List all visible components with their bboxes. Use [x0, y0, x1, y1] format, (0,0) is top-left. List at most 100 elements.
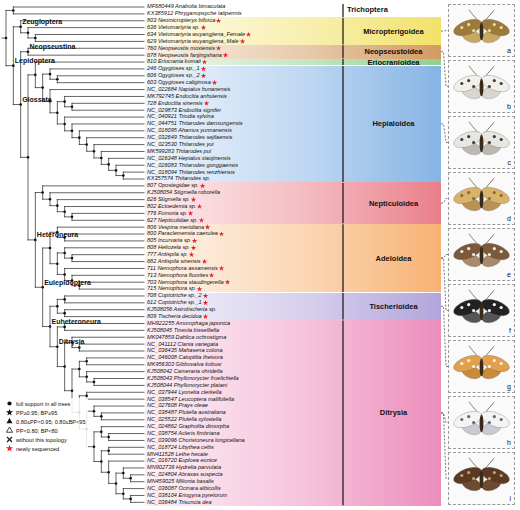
tree-branch [35, 193, 36, 288]
legend-text: 0.80≤PP<0.95; 0.80≤BP<95 [16, 419, 86, 425]
taxon-label: NC_029873 Endoclita signifer [147, 107, 221, 114]
tree-branch [50, 306, 57, 307]
tree-branch [72, 124, 73, 138]
taxon-label: NC_016720 Euploea eunice [147, 457, 217, 464]
tree-branch [79, 351, 144, 352]
tree-branch [57, 313, 64, 314]
specimen-photo: e [448, 228, 515, 281]
wing-spot [500, 362, 503, 365]
wing-spot [493, 303, 496, 306]
moth-illustration [449, 5, 514, 56]
wing-spot [467, 303, 470, 306]
wing-spot [472, 253, 475, 256]
tree-branch [123, 489, 124, 499]
legend-text: full support in all trees [16, 401, 70, 407]
tree-branch [123, 468, 124, 478]
tree-branch [6, 10, 7, 65]
tree-branch [101, 412, 144, 413]
tree-branch [13, 26, 20, 27]
tree-branch [72, 213, 144, 214]
tree-branch [101, 451, 102, 473]
wing-spot [488, 421, 491, 424]
wing-spot [488, 29, 491, 32]
tree-branch [116, 493, 123, 494]
forewing [451, 296, 483, 319]
support-symbol [78, 368, 81, 371]
legend-text: without this topology [16, 437, 67, 443]
tree-branch [57, 252, 64, 253]
moth-body [480, 23, 484, 41]
support-symbol [122, 174, 125, 177]
taxon-label: KX385912 Phryganopsyche latipennis [147, 10, 242, 17]
legend-symbol-shape [6, 418, 12, 423]
tree-branch [35, 41, 144, 42]
wing-spot [472, 197, 475, 200]
tree-branch [72, 369, 79, 370]
tree-branch [57, 200, 58, 212]
taxon-label: NC_046008 Caloptilia theivora [147, 354, 223, 361]
tree-branch [42, 248, 43, 326]
clade-name: Micropterigoidea [346, 17, 441, 44]
support-symbol [129, 477, 132, 480]
tree-branches [2, 7, 144, 502]
legend-text: PP<0.80; BP<80 [16, 428, 58, 434]
support-symbol [71, 130, 74, 133]
taxon-label: NC_024804 Abraxas suspecta [147, 471, 223, 478]
tree-branch [101, 151, 102, 164]
taxon-label: NC_044751 Thitarodes damxungensis [147, 120, 242, 127]
tree-branch [87, 446, 94, 447]
support-symbol [71, 257, 74, 260]
tree-branch [43, 326, 50, 327]
tree-branch [94, 379, 95, 386]
legend-symbol [5, 399, 14, 408]
support-symbol [85, 376, 88, 379]
moth-body [480, 303, 484, 321]
support-symbol [34, 37, 37, 40]
panel-letter: h [507, 439, 511, 447]
tree-branch [101, 472, 108, 473]
tree-branch [101, 413, 102, 420]
taxon-label: MN902739 Hydrelia parvulata [147, 464, 221, 471]
tree-branch [65, 316, 144, 317]
tree-branch [65, 117, 144, 118]
wing-spot [467, 23, 470, 26]
tree-branch [72, 254, 144, 255]
tree-branch [64, 268, 65, 280]
moth-illustration [449, 341, 514, 392]
tree-branch [13, 7, 144, 8]
tree-branch [13, 104, 20, 105]
tree-branch [101, 151, 144, 152]
specimen-photo: f [448, 284, 515, 337]
taxon-label: NC_038104 Eriogyna pyretorum [147, 492, 227, 499]
taxon-label: KJ508043 Phyllonorycter froelichiella [147, 375, 239, 382]
specimen-photo: i [448, 452, 515, 505]
moth-body [480, 471, 484, 489]
tree-branch [109, 454, 144, 455]
forewing [479, 352, 511, 375]
forewing [451, 464, 483, 487]
moth-body [480, 135, 484, 153]
tree-branch [94, 431, 101, 432]
clade-label: Eulepidoptera [44, 279, 91, 287]
tree-branch [43, 74, 50, 75]
support-symbol [93, 445, 96, 448]
support-symbol [27, 32, 30, 35]
tree-branch [28, 74, 35, 75]
legend-symbol [5, 435, 14, 444]
taxon-label: NC_023530 Thitarodes yui [147, 141, 214, 148]
wing-spot [460, 26, 463, 29]
leader-line [441, 413, 448, 479]
tree-branch [28, 55, 144, 56]
support-symbol [63, 273, 66, 276]
tree-branch [20, 21, 21, 33]
tree-branch [65, 268, 144, 269]
tree-branch [101, 437, 108, 438]
support-symbol [19, 25, 22, 28]
tree-branch [94, 416, 101, 417]
taxon-label: 703 Nemophora staudingerella [147, 279, 224, 286]
taxon-label: NC_018095 Ahamus yunnanensis [147, 127, 232, 134]
wing-spot [500, 250, 503, 253]
tree-branch [94, 378, 144, 379]
taxon-label: NC_038547 Leucoptera malifoliella [147, 396, 234, 403]
tree-branch [94, 406, 95, 416]
